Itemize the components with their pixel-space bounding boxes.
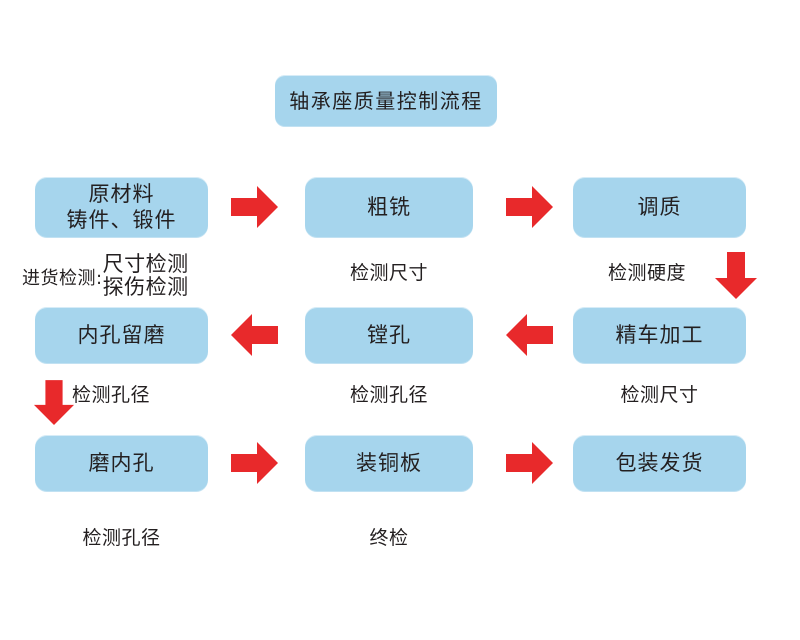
node-rough-milling-label: 粗铣 [367,194,411,219]
node-packaging-shipping-label: 包装发货 [615,450,704,475]
node-title: 轴承座质量控制流程 [275,75,497,127]
caption-check-bore-1: 检测孔径 [72,384,151,406]
caption-incoming-inspection-line2: 探伤检测 [102,274,189,299]
node-grind-inner-bore: 磨内孔 [35,435,208,492]
node-grind-inner-bore-label: 磨内孔 [88,450,155,475]
node-boring: 镗孔 [305,307,473,364]
caption-incoming-inspection-prefix: 进货检测: [22,268,103,289]
node-raw-material-label: 原材料 铸件、锻件 [66,181,177,232]
caption-check-size-2: 检测尺寸 [620,384,699,406]
arrow-raw-to-rough-mill-icon [231,185,279,229]
node-packaging-shipping: 包装发货 [573,435,746,492]
caption-check-size-1: 检测尺寸 [349,262,428,284]
caption-incoming-inspection-lines: 尺寸检测 探伤检测 [103,253,189,298]
node-bore-reserve-grinding: 内孔留磨 [35,307,208,364]
arrow-boring-to-bore-ream-icon [231,313,279,357]
node-install-copper-plate-label: 装铜板 [356,450,422,475]
arrow-bore-ream-to-grind-icon [33,380,75,426]
arrow-rough-mill-to-temper-icon [506,185,554,229]
node-tempering-label: 调质 [637,194,682,219]
node-title-label: 轴承座质量控制流程 [289,88,483,113]
caption-check-hardness: 检测硬度 [608,262,687,284]
node-raw-material: 原材料 铸件、锻件 [35,177,208,238]
node-tempering: 调质 [573,177,746,238]
node-fine-turning-label: 精车加工 [615,322,704,347]
node-boring-label: 镗孔 [367,322,411,347]
arrow-fine-turn-to-boring-icon [506,313,554,357]
caption-incoming-inspection-line1: 尺寸检测 [102,252,189,276]
caption-check-bore-3: 检测孔径 [82,527,161,549]
node-rough-milling: 粗铣 [305,177,473,238]
arrow-grind-to-copper-icon [231,441,279,485]
caption-final-check: 终检 [369,527,409,549]
node-install-copper-plate: 装铜板 [305,435,473,492]
arrow-temper-to-fine-turn-icon [714,252,758,300]
arrow-copper-to-ship-icon [506,441,554,485]
node-fine-turning: 精车加工 [573,307,746,364]
caption-check-bore-2: 检测孔径 [349,384,428,406]
caption-incoming-inspection: 进货检测: 尺寸检测 探伤检测 [22,253,189,298]
node-bore-reserve-grinding-label: 内孔留磨 [77,322,166,347]
